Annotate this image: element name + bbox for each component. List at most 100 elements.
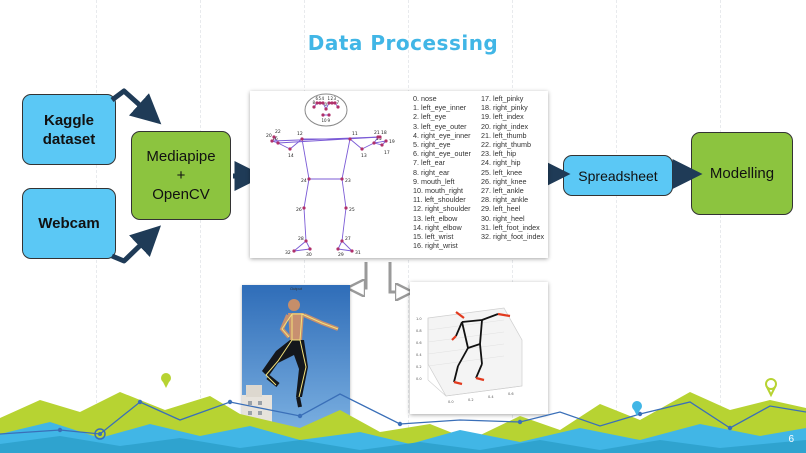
landmark-item: 20. right_index (481, 121, 529, 131)
webcam-to-mediapipe-arrow (111, 225, 161, 264)
landmark-point (327, 101, 331, 105)
svg-text:0.6: 0.6 (508, 392, 514, 396)
svg-text:0.0: 0.0 (448, 400, 454, 404)
skeleton-edge (341, 207, 347, 242)
landmark-point-label: 22 (275, 129, 281, 135)
landmark-item: 11. left_shoulder (413, 195, 466, 205)
skeleton-edge (373, 140, 387, 144)
plus-label: + (176, 167, 186, 184)
svg-text:0.4: 0.4 (416, 353, 422, 357)
modelling-label: Modelling (709, 165, 775, 182)
landmark-point (304, 239, 308, 243)
mediapipe-opencv-box[interactable]: Mediapipe + OpenCV (131, 131, 231, 220)
landmark-point-label: 6 (316, 96, 319, 101)
landmark-point (376, 135, 380, 139)
skeleton-edge (341, 240, 353, 252)
landmark-point-label: 14 (288, 153, 294, 159)
landmark-item: 32. right_foot_index (481, 232, 545, 242)
modelling-box[interactable]: Modelling (691, 132, 793, 215)
landmark-point (318, 101, 322, 105)
landmark-item: 15. left_wrist (413, 232, 454, 242)
skeleton-edge (337, 248, 353, 252)
skeleton-edge (293, 240, 307, 252)
landmark-item: 7. left_ear (413, 158, 445, 168)
opencv-label: OpenCV (152, 186, 210, 203)
landmark-point-label: 3 (334, 96, 337, 101)
landmark-point-label: 13 (361, 153, 367, 159)
landmark-point (272, 135, 276, 139)
skeleton-edge (303, 178, 310, 209)
mediapipe-label: Mediapipe (146, 148, 216, 165)
landmark-point (292, 249, 296, 253)
skeleton-edge (293, 248, 311, 252)
svg-text:0.2: 0.2 (468, 398, 474, 402)
landmark-point-label: 26 (296, 207, 302, 213)
landmark-point-label: 9 (328, 118, 331, 123)
skeleton-edge (277, 142, 291, 150)
landmark-item: 17. left_pinky (481, 94, 524, 103)
spreadsheet-box[interactable]: Spreadsheet (563, 155, 673, 196)
landmark-item: 9. mouth_left (413, 176, 455, 186)
landmark-item: 16. right_wrist (413, 241, 458, 251)
landmark-item: 12. right_shoulder (413, 204, 471, 214)
landmark-point-label: 16 (272, 136, 278, 142)
landmark-point (307, 177, 311, 181)
landmark-point-label: 7 (337, 100, 340, 105)
pose-to-photo-arrow (356, 262, 368, 288)
landmark-item: 25. left_knee (481, 167, 523, 177)
landmark-point-label: 25 (349, 207, 355, 213)
webcam-label: Webcam (38, 215, 100, 232)
decorative-landscape (0, 373, 806, 453)
landmark-point (312, 105, 316, 109)
landmark-item: 23. left_hip (481, 149, 517, 159)
landmark-point (384, 139, 388, 143)
landmark-point (372, 141, 376, 145)
landmark-item: 21. left_thumb (481, 130, 527, 140)
landmark-point-label: 11 (352, 131, 358, 137)
landmark-item: 28. right_ankle (481, 195, 529, 205)
landmark-item: 31. left_foot_index (481, 222, 540, 232)
landmark-point-label: 27 (345, 236, 351, 242)
landmark-item: 14. right_elbow (413, 222, 462, 232)
svg-text:1.0: 1.0 (416, 317, 422, 321)
map-pin-icon-2 (632, 401, 642, 416)
landmark-point (302, 206, 306, 210)
kaggle-to-mediapipe-arrow (110, 88, 162, 125)
pose-to-plot-arrow (388, 262, 404, 292)
slide-title: Data Processing (307, 31, 499, 55)
landmark-point (336, 247, 340, 251)
skeleton-edge (271, 136, 381, 142)
webcam-box[interactable]: Webcam (22, 188, 116, 259)
landmark-item: 18. right_pinky (481, 103, 528, 113)
svg-text:0.2: 0.2 (416, 365, 422, 369)
landmark-point-label: 24 (301, 178, 307, 184)
skeleton-edge (289, 138, 303, 150)
svg-text:0.6: 0.6 (416, 341, 422, 345)
landmark-point (348, 137, 352, 141)
landmark-item: 24. right_hip (481, 158, 521, 168)
landmark-point (288, 147, 292, 151)
svg-text:0.4: 0.4 (488, 395, 494, 399)
landmark-point (330, 101, 334, 105)
svg-text:0.8: 0.8 (416, 329, 422, 333)
landmark-point-label: 28 (298, 236, 304, 242)
kaggle-dataset-label: Kaggle dataset (42, 111, 96, 148)
landmark-point-label: 1 (328, 96, 331, 101)
landmark-point (315, 101, 319, 105)
landmark-point-label: 2 (331, 96, 334, 101)
landmark-point-label: 20 (266, 133, 272, 139)
landmark-point-label: 31 (355, 250, 361, 256)
kaggle-dataset-box[interactable]: Kaggle dataset (22, 94, 116, 165)
landmark-point (327, 113, 331, 117)
landmark-point (336, 105, 340, 109)
landmark-point-label: 21 (374, 130, 380, 136)
landmark-item: 26. right_knee (481, 176, 527, 186)
landmark-item: 4. right_eye_inner (413, 130, 471, 140)
landmark-point (300, 137, 304, 141)
landmark-point (340, 239, 344, 243)
